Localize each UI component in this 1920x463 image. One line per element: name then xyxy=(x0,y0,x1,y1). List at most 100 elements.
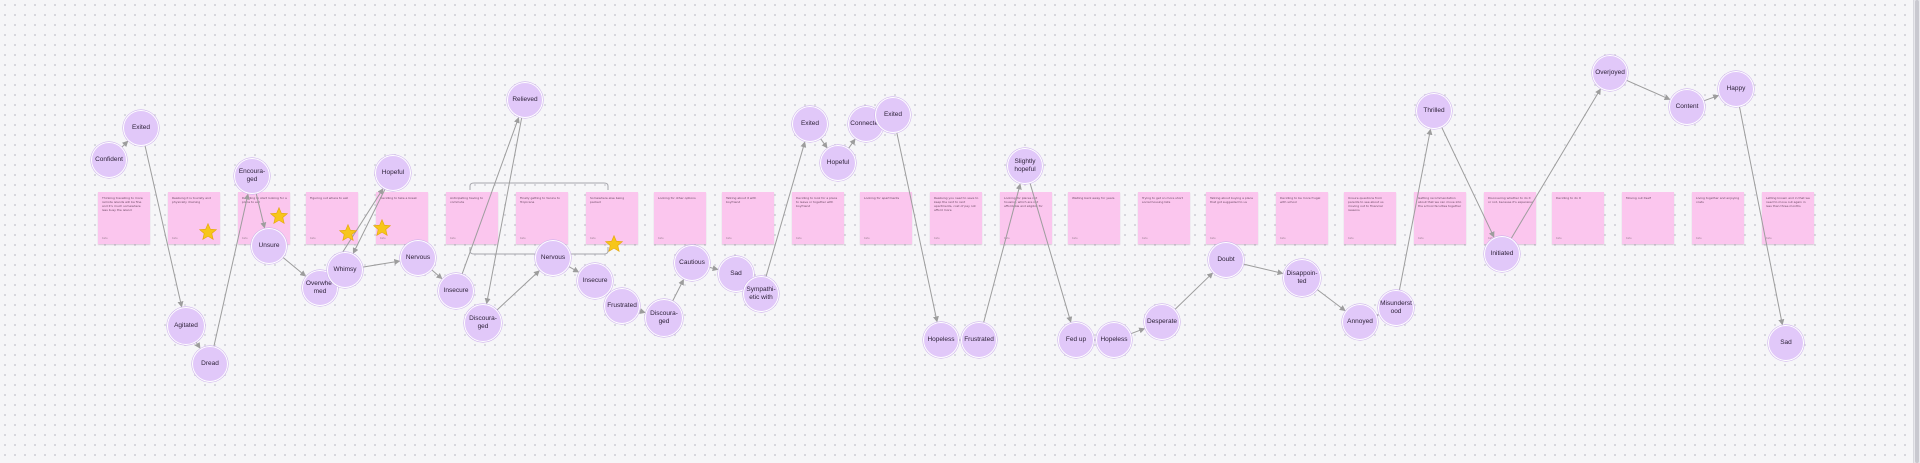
connector-arrow[interactable] xyxy=(1174,272,1214,310)
emotion-node[interactable]: Exited xyxy=(792,106,828,142)
emotion-node[interactable]: Thrilled xyxy=(1416,93,1452,129)
connector-arrow[interactable] xyxy=(1316,289,1346,312)
sticky-note[interactable]: Thinking travelling to more remote islan… xyxy=(98,192,150,244)
emotion-node[interactable]: Sympathi- etic with xyxy=(743,276,779,312)
sticky-note[interactable]: Discovering whether to do it or not, bec… xyxy=(1484,192,1536,244)
star-icon[interactable] xyxy=(270,207,288,225)
emotion-node[interactable]: Relieved xyxy=(507,82,543,118)
emotion-node[interactable]: Initiated xyxy=(1484,236,1520,272)
connector-arrow[interactable] xyxy=(1626,79,1671,101)
emotion-label: Frustrated xyxy=(607,302,637,309)
emotion-node[interactable]: Doubt xyxy=(1208,242,1244,278)
emotion-node[interactable]: Disappoin- ted xyxy=(1283,259,1321,297)
sticky-note[interactable]: Talking about buying a place that got su… xyxy=(1206,192,1258,244)
emotion-label: Confident xyxy=(95,156,123,163)
emotion-label: Sympathi- etic with xyxy=(746,286,776,301)
emotion-node[interactable]: Discoura- ged xyxy=(464,304,502,342)
emotion-label: Hopeful xyxy=(826,159,850,166)
emotion-node[interactable]: Whimsy xyxy=(327,252,363,288)
emotion-label: Overwhe- med xyxy=(305,280,335,295)
emotion-node[interactable]: Frustrated xyxy=(604,288,640,324)
emotion-node[interactable]: Slightly hopeful xyxy=(1007,148,1043,184)
connector-arrow[interactable] xyxy=(431,269,443,280)
emotion-node[interactable]: Sad xyxy=(1768,325,1804,361)
connector-arrow[interactable] xyxy=(362,258,401,268)
sticky-note[interactable]: Getting recommendation about that we can… xyxy=(1414,192,1466,244)
sticky-note-text: Deciding to be more frugal with school xyxy=(1280,196,1321,204)
sticky-note-text: Finally getting to Venice to Tropicana xyxy=(520,196,560,204)
emotion-node[interactable]: Encoura- ged xyxy=(234,158,270,194)
connector-arrow[interactable] xyxy=(568,266,580,273)
connector-arrow[interactable] xyxy=(820,138,828,149)
sticky-note-text: Deciding to start looking for a place to… xyxy=(242,196,287,204)
sticky-note[interactable]: Looking for places not housing, which ar… xyxy=(1000,192,1052,244)
emotion-node[interactable]: Happy xyxy=(1718,71,1754,107)
sticky-note-author: Kate xyxy=(796,237,802,240)
scrollbar-thumb[interactable] xyxy=(1915,0,1919,463)
emotion-node[interactable]: Confident xyxy=(91,142,127,178)
connector-arrow[interactable] xyxy=(672,279,684,302)
sticky-note[interactable]: Letting known and in that we need to mov… xyxy=(1762,192,1814,244)
emotion-node[interactable]: Annoyed xyxy=(1342,304,1378,340)
star-icon[interactable] xyxy=(339,224,357,242)
connector-arrow[interactable] xyxy=(194,341,201,349)
emotion-node[interactable]: Exited xyxy=(123,110,159,146)
star-icon[interactable] xyxy=(199,223,217,241)
emotion-node[interactable]: Overjoyed xyxy=(1592,55,1628,91)
emotion-node[interactable]: Nervous xyxy=(400,240,436,276)
connector-arrow[interactable] xyxy=(121,140,129,148)
sticky-note-author: Kate xyxy=(726,237,732,240)
emotion-node[interactable]: Unsure xyxy=(251,228,287,264)
emotion-node[interactable]: Insecure xyxy=(438,273,474,309)
emotion-label: Agitated xyxy=(174,322,198,329)
emotion-node[interactable]: Hopeful xyxy=(375,155,411,191)
emotion-label: Fed up xyxy=(1065,336,1087,343)
emotion-label: Annoyed xyxy=(1347,318,1373,325)
emotion-node[interactable]: Agitated xyxy=(167,307,205,345)
emotion-node[interactable]: Fed up xyxy=(1058,322,1094,358)
emotion-node[interactable]: Discoura- ged xyxy=(645,299,683,337)
sticky-note[interactable]: Deciding to look for a place to leave or… xyxy=(792,192,844,244)
emotion-node[interactable]: Hopeless xyxy=(923,322,959,358)
emotion-node[interactable]: Overwhe- med xyxy=(302,270,338,306)
emotion-node[interactable]: Content xyxy=(1669,89,1705,125)
connector-arrow[interactable] xyxy=(1703,94,1720,102)
emotion-node[interactable]: Desperate xyxy=(1144,304,1180,340)
sticky-note-author: Kate xyxy=(1072,237,1078,240)
emotion-node[interactable]: Misunderst ood xyxy=(1378,290,1414,326)
star-icon[interactable] xyxy=(605,235,623,253)
emotion-node[interactable]: Dread xyxy=(192,346,228,382)
connector-arrow[interactable] xyxy=(1130,327,1146,335)
emotion-node[interactable]: Hopeful xyxy=(820,145,856,181)
emotion-node[interactable]: Exited xyxy=(875,97,911,133)
vertical-scrollbar[interactable] xyxy=(1913,0,1920,463)
emotion-node[interactable]: Nervous xyxy=(535,240,571,276)
connector-arrow[interactable] xyxy=(709,265,719,272)
emotion-node[interactable]: Hopeless xyxy=(1096,322,1132,358)
connector-arrow[interactable] xyxy=(282,257,307,277)
emotion-node[interactable]: Cautious xyxy=(674,245,710,281)
connector-arrow[interactable] xyxy=(496,270,540,311)
star-icon[interactable] xyxy=(373,219,391,237)
emotion-node[interactable]: Insecure xyxy=(577,263,613,299)
sticky-note-author: Kate xyxy=(1142,237,1148,240)
sticky-note-author: Kate xyxy=(310,237,316,240)
connector-arrow[interactable] xyxy=(1243,263,1284,276)
connector-arrow[interactable] xyxy=(848,138,856,149)
emotion-node[interactable]: Frustrated xyxy=(961,322,997,358)
sticky-note[interactable]: Trying to get on more short social housi… xyxy=(1138,192,1190,244)
sticky-note[interactable]: Realising you need to save to keep the r… xyxy=(930,192,982,244)
connector-arrow[interactable] xyxy=(639,308,646,314)
sticky-note[interactable]: Unsure questions from parents to see abo… xyxy=(1344,192,1396,244)
